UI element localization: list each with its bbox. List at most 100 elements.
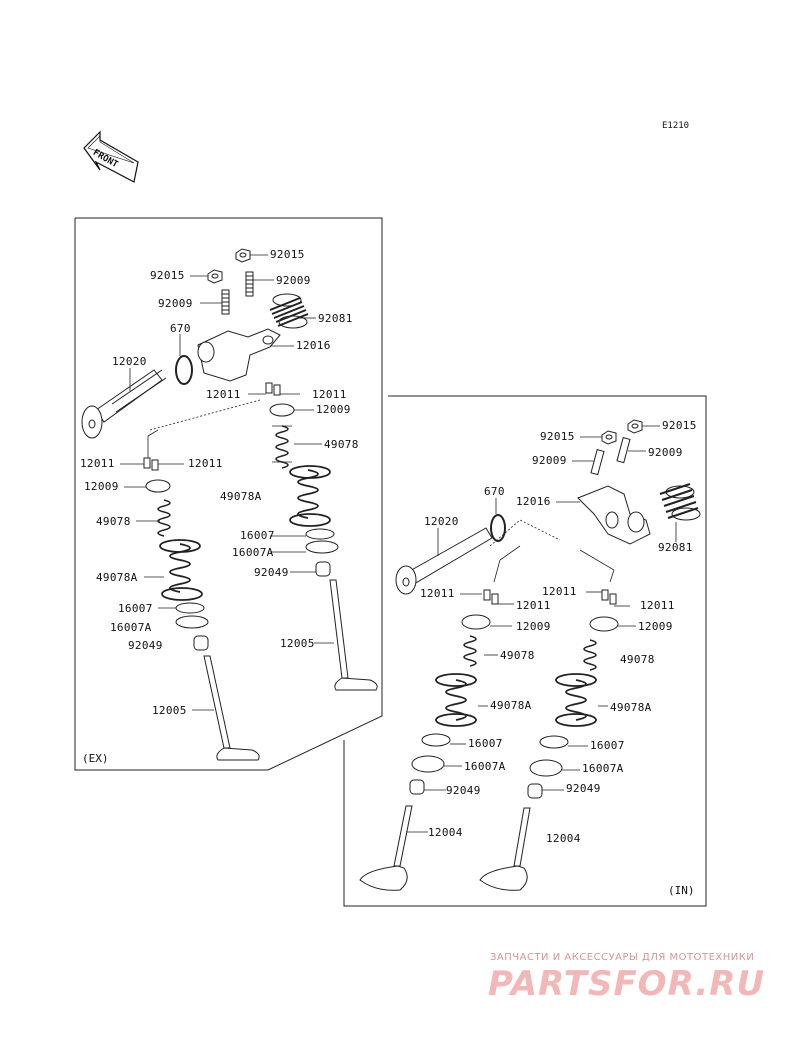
ex-label-camshaft: 12020 (112, 355, 147, 368)
ex-stud-left (221, 289, 230, 315)
ex-label-spring-inner-left: 49078 (96, 515, 131, 528)
ex-label-rocker: 12016 (296, 339, 331, 352)
ex-spring-outer-right (289, 465, 331, 527)
in-label-keeper-d: 12011 (640, 599, 675, 612)
watermark-logo: PARTSFOR.RU (488, 964, 766, 1004)
in-label-valve-left: 12004 (428, 826, 463, 839)
in-keeper-left (483, 589, 499, 605)
in-label-seal-right: 92049 (566, 782, 601, 795)
ex-stud-right (245, 271, 254, 297)
in-valve-right (479, 807, 531, 891)
ex-seat-left (175, 602, 205, 614)
in-rocker (577, 485, 651, 545)
in-label-stud-left: 92009 (532, 454, 567, 467)
in-box-outline (343, 395, 707, 907)
ex-valve-right (329, 579, 378, 691)
in-label-valve-right: 12004 (546, 832, 581, 845)
ex-label-nut-top: 92015 (270, 248, 305, 261)
in-label-seat-right: 16007 (590, 739, 625, 752)
ex-label-seal-left: 92049 (128, 639, 163, 652)
ex-nut-left (207, 269, 223, 284)
ex-seat-left-b (175, 615, 209, 629)
ex-label-oring: 670 (170, 322, 191, 335)
ex-keeper-left (143, 457, 159, 471)
in-keeper-right (601, 589, 617, 605)
in-retainer-left (461, 614, 491, 630)
ex-retainer-left (145, 479, 171, 493)
ex-label-retainer-left: 12009 (84, 480, 119, 493)
ex-valve-left (203, 655, 260, 761)
in-label-keeper-c: 12011 (542, 585, 577, 598)
ex-spring-inner-right (272, 425, 292, 469)
in-spring-inner-left (463, 635, 477, 667)
in-seat-right (539, 735, 569, 749)
ex-seat-right (305, 528, 335, 540)
in-seal-right (527, 783, 543, 799)
in-label-seat-left: 16007 (468, 737, 503, 750)
in-seat-left-b (411, 755, 445, 773)
watermark-caption: ЗАПЧАСТИ И АКСЕССУАРЫ ДЛЯ МОТОТЕХНИКИ (490, 952, 755, 963)
ex-seal-right (315, 561, 331, 577)
in-oring (490, 514, 506, 542)
in-nut-left (601, 430, 617, 445)
in-leader-lines (406, 425, 677, 833)
diagram-code: E1210 (662, 121, 690, 131)
in-retainer-right (589, 616, 619, 632)
ex-label-stud-right: 92009 (276, 274, 311, 287)
in-label-spring-outer-left: 49078A (490, 699, 532, 712)
ex-label-retainer-right: 12009 (316, 403, 351, 416)
in-label-keeper-a: 12011 (420, 587, 455, 600)
in-label-keeper-b: 12011 (516, 599, 551, 612)
ex-label-seat-right: 16007 (240, 529, 275, 542)
ex-label-keeper-left-b: 12011 (80, 457, 115, 470)
in-label-seat-right-b: 16007A (582, 762, 624, 775)
in-spring-outer-left (435, 673, 477, 727)
ex-label-keeper-right-a: 12011 (312, 388, 347, 401)
ex-label-keeper-left-c: 12011 (188, 457, 223, 470)
in-label-spring-inner-left: 49078 (500, 649, 535, 662)
in-spring-inner-right (583, 639, 597, 671)
in-seat-right-b (529, 759, 563, 777)
in-nut-right (627, 419, 643, 434)
in-section-tag: (IN) (668, 884, 695, 897)
ex-label-spring-plug: 92081 (318, 312, 353, 325)
in-stud-right (616, 437, 631, 464)
ex-label-seat-left: 16007 (118, 602, 153, 615)
ex-label-seat-right-b: 16007A (232, 546, 274, 559)
ex-nut-top (235, 248, 251, 263)
ex-label-stud-left: 92009 (158, 297, 193, 310)
ex-box-outline (74, 217, 383, 771)
front-arrow-icon (83, 130, 139, 183)
in-seal-left (409, 779, 425, 795)
ex-label-spring-outer-left: 49078A (96, 571, 138, 584)
in-label-stud-right: 92009 (648, 446, 683, 459)
in-label-spring-inner-right: 49078 (620, 653, 655, 666)
in-spring-outer-right (555, 673, 597, 727)
in-camshaft (395, 527, 493, 595)
ex-label-valve-left: 12005 (152, 704, 187, 717)
ex-rocker (197, 328, 281, 382)
in-label-rocker: 12016 (516, 495, 551, 508)
ex-label-seal-right: 92049 (254, 566, 289, 579)
ex-seal-left (193, 635, 209, 651)
ex-retainer-right (269, 403, 295, 417)
ex-spring-outer-left (159, 539, 203, 601)
ex-label-seat-left-b: 16007A (110, 621, 152, 634)
in-label-seal-left: 92049 (446, 784, 481, 797)
in-label-nut-left: 92015 (540, 430, 575, 443)
in-label-seat-left-b: 16007A (464, 760, 506, 773)
ex-spring-inner-left (157, 499, 171, 537)
ex-label-nut-left: 92015 (150, 269, 185, 282)
ex-leader-lines (120, 254, 334, 711)
in-label-retainer-right: 12009 (638, 620, 673, 633)
ex-seat-right-b (305, 540, 339, 554)
in-label-retainer-left: 12009 (516, 620, 551, 633)
ex-label-spring-outer-mid: 49078A (220, 490, 262, 503)
in-spring-plug (659, 483, 701, 521)
ex-spring-plug (269, 293, 309, 329)
in-label-spring-plug: 92081 (658, 541, 693, 554)
ex-camshaft (81, 369, 167, 439)
in-stud-left (590, 449, 605, 476)
